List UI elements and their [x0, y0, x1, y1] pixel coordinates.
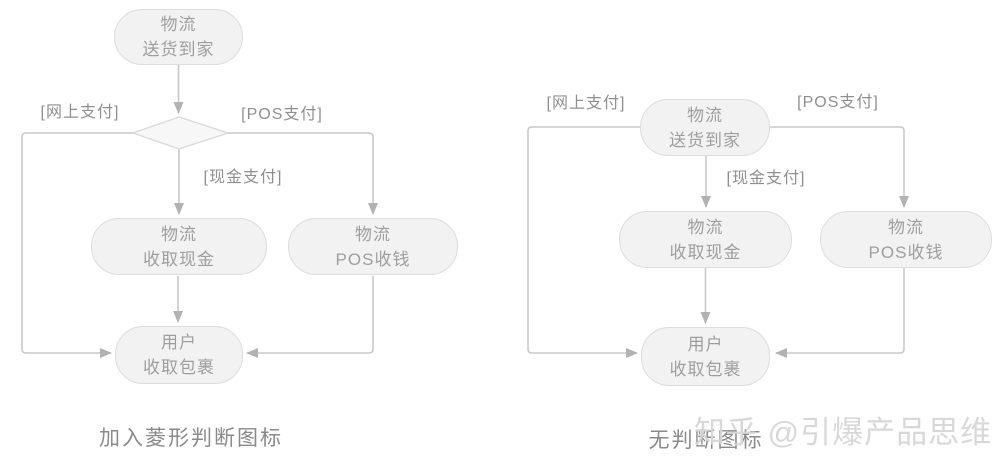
- node-label: 收取包裹: [143, 358, 215, 377]
- left-edge-label-online: [网上支付]: [40, 104, 120, 121]
- left-diagram-caption: 加入菱形判断图标: [99, 427, 283, 450]
- node-label: 收取包裹: [669, 359, 742, 379]
- left-edge-label-pos: [POS支付]: [241, 106, 323, 123]
- edge-right-start-pos-to-posnode: [770, 126, 909, 208]
- node-label: 送货到家: [142, 40, 215, 59]
- left-node-pos: 物流 POS收钱: [288, 218, 458, 275]
- node-label: 用户: [687, 334, 724, 354]
- node-label: POS收钱: [868, 242, 944, 262]
- left-edge-label-cash: [现金支付]: [203, 169, 283, 186]
- node-label: 物流: [687, 217, 724, 237]
- node-label: 收取现金: [669, 242, 742, 262]
- decision-diamond: [132, 116, 229, 150]
- edge-left-posnode-to-end: [246, 276, 374, 358]
- edge-right-start-online-to-end: [527, 126, 640, 358]
- node-label: POS收钱: [335, 249, 411, 269]
- zhihu-watermark: 知乎 @引爆产品思维: [694, 415, 993, 450]
- right-diagram-caption: 无判断图标: [648, 429, 764, 452]
- node-label: 物流: [687, 105, 723, 125]
- node-label: 物流: [355, 224, 391, 244]
- edge-left-decision-online-to-end: [21, 132, 133, 358]
- node-label: 物流: [160, 15, 197, 34]
- node-label: 送货到家: [669, 130, 741, 150]
- edge-left-decision-pos-to-posnode: [228, 132, 378, 215]
- right-edge-label-pos: [POS支付]: [797, 94, 879, 111]
- node-label: 用户: [161, 333, 197, 352]
- node-label: 物流: [161, 224, 197, 244]
- node-label: 物流: [888, 217, 924, 237]
- right-node-end: 用户 收取包裹: [641, 327, 770, 386]
- node-label: 收取现金: [143, 249, 215, 269]
- left-node-end: 用户 收取包裹: [115, 326, 243, 384]
- right-edge-label-cash: [现金支付]: [726, 170, 806, 187]
- edge-right-posnode-to-end: [775, 268, 905, 358]
- left-node-start: 物流 送货到家: [114, 9, 243, 65]
- right-node-cash: 物流 收取现金: [619, 211, 792, 268]
- right-node-start: 物流 送货到家: [640, 99, 770, 156]
- right-node-pos: 物流 POS收钱: [820, 211, 992, 268]
- left-node-cash: 物流 收取现金: [91, 218, 267, 275]
- right-edge-label-online: [网上支付]: [546, 95, 626, 112]
